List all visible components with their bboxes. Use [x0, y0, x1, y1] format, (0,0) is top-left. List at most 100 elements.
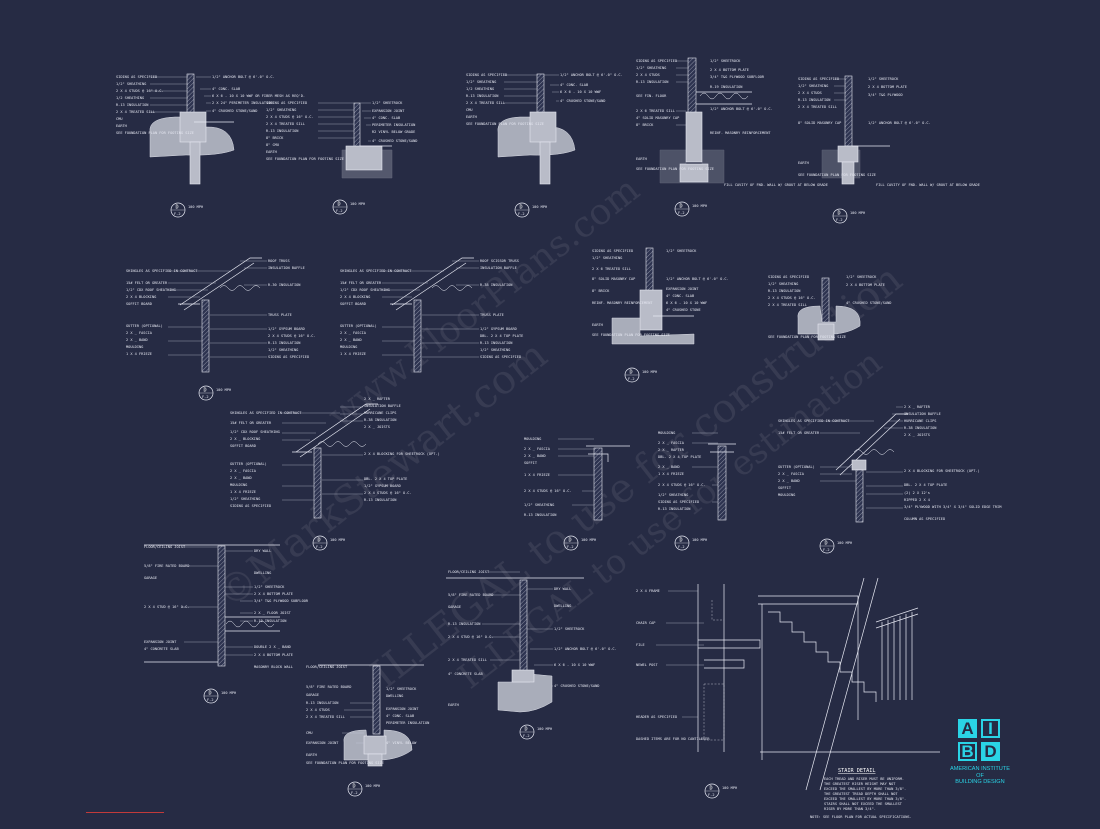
d5-bottom-note: FILL CAVITY OF FND. WALL W/ GROUT AT BEL…	[876, 183, 980, 187]
d3-right-note: 6 X 6 - 10 X 10 WWF	[560, 90, 601, 94]
e2-right-note: 1/2" GYPSUM BOARD	[480, 327, 517, 331]
stair-spec-line: NOTE: SEE FLOOR PLAN FOR ACTUAL SPECIFIC…	[810, 815, 912, 819]
e3-right-note: 6 X 6 - 10 X 10 WWF	[666, 301, 707, 305]
e2-note: 15# FELT OR GREATER	[340, 281, 382, 285]
d4-note: SEE FOUNDATION PLAN FOR FOOTING SIZE	[636, 167, 714, 171]
d3-scale: 100 MPH	[532, 205, 547, 209]
f2-note: 1 X 4 FRIEZE	[524, 473, 550, 477]
d2-note: R-13 INSULATION	[266, 129, 298, 133]
d5-note: R-13 INSULATION	[798, 98, 830, 102]
g1-sheet: F-2	[207, 698, 214, 702]
g2-note: GARAGE	[448, 605, 461, 609]
d4-note: 2 X 6 TREATED SILL	[636, 109, 675, 113]
e1-note: SHINGLES AS SPECIFIED IN CONTRACT	[126, 269, 198, 273]
d3-note: SIDING AS SPECIFIED	[466, 73, 507, 77]
d1-right-note: 1/2" ANCHOR BOLT @ 6'-0" O.C.	[212, 75, 275, 79]
g3-note: FLOOR/CEILING JOIST	[306, 665, 348, 669]
d5-label: D	[838, 211, 841, 217]
aibd-logo: A I B D AMERICAN INSTITUTE OF BUILDING D…	[947, 719, 1013, 786]
stair-spec-line: EXCEED THE SMALLEST BY MORE THAN 3/8".	[824, 797, 906, 801]
e4-right-note: 4" CRUSHED STONE/SAND	[846, 301, 891, 305]
stair-spec-line: THE GREATEST TREAD DEPTH SHALL NOT	[824, 792, 898, 796]
f4-note: 15# FELT OR GREATER	[778, 431, 820, 435]
d5-right-note: 2 X 4 BOTTOM PLATE	[868, 85, 907, 89]
e2-note: 2 X _ BAND	[340, 338, 362, 342]
f1-note: 2 X _ FASCIA	[230, 469, 257, 473]
d2-label: D	[338, 202, 341, 208]
d1-right-note: 4" CONC. SLAB	[212, 87, 240, 91]
f1-sheet: F-2	[316, 545, 323, 549]
detail-e3: SIDING AS SPECIFIED 1/2" SHEATHING 2 X 6…	[592, 247, 729, 383]
e1-right-note: 1/2" SHEATHING	[268, 348, 298, 352]
g1-note: EXPANSION JOINT	[144, 640, 177, 644]
e4-note: SEE FOUNDATION PLAN FOR FOOTING SIZE	[768, 335, 846, 339]
d1-note: R-13 INSULATION	[116, 103, 148, 107]
d5-note: 1/2" SHEATHING	[798, 84, 828, 88]
f4-note: SOFFIT	[778, 486, 792, 490]
d3-note: SEE FOUNDATION PLAN FOR FOOTING SIZE	[466, 122, 544, 126]
f3-note: 1/2" SHEATHING	[658, 493, 688, 497]
f3-note: 2 X _ RAFTER	[658, 448, 685, 452]
stair-spec-line: RISER BY MORE THAN 3/4".	[824, 807, 876, 811]
logo-letter: B	[958, 742, 977, 761]
g1-right-note: DOUBLE 2 X _ BAND	[254, 645, 291, 649]
d4-note: R-13 INSULATION	[636, 80, 668, 84]
d2-note: 1/2" SHEATHING	[266, 108, 296, 112]
detail-g1: FLOOR/CEILING JOIST 5/8" FIRE RATED BOAR…	[144, 544, 309, 704]
f3-note: 2 X _ BAND	[658, 465, 680, 469]
d1-right-note: 6 X 6 - 10 X 10 WWF OR FIBER MESH AS REQ…	[212, 94, 305, 98]
f4-sheet: F-2	[823, 548, 830, 552]
detail-g3: FLOOR/CEILING JOIST 5/8" FIRE RATED BOAR…	[306, 664, 429, 797]
f3-scale: 100 MPH	[692, 538, 707, 542]
e3-note: SIDING AS SPECIFIED	[592, 249, 633, 253]
f4-note: MOULDING	[778, 493, 795, 497]
f1-right-note: 2 X 4 STUDS @ 16" O.C.	[364, 491, 412, 495]
g3-note: EXPANSION JOINT	[306, 741, 339, 745]
f1-scale: 100 MPH	[330, 538, 345, 542]
e1-right-note: R-13 INSULATION	[268, 341, 300, 345]
stair-spec-line: EXCEED THE SMALLEST BY MORE THAN 3/8".	[824, 787, 906, 791]
g2-right-note: 4" CRUSHED STONE/SAND	[554, 684, 599, 688]
d3-note: R-13 INSULATION	[466, 94, 498, 98]
e3-right-note: EXPANSION JOINT	[666, 287, 699, 291]
stair-note: NEWEL POST	[636, 663, 658, 667]
d4-right-note: 1/2" ANCHOR BOLT @ 6'-0" O.C.	[710, 107, 773, 111]
e3-scale: 100 MPH	[642, 370, 657, 374]
d4-note: 1/2" SHEATHING	[636, 66, 666, 70]
e2-note: SOFFIT BOARD	[340, 302, 366, 306]
stair-scale: 100 MPH	[722, 786, 737, 790]
e3-note: 8" BRICK	[592, 289, 610, 293]
d5-note: SIDING AS SPECIFIED	[798, 77, 839, 81]
f1-label: D	[318, 538, 321, 544]
e2-right-note: INSULATION BAFFLE	[480, 266, 517, 270]
d2-note: 8" CMU	[266, 143, 279, 147]
logo-name: AMERICAN INSTITUTE OF BUILDING DESIGN	[947, 766, 1013, 786]
d3-right-note: 1/2" ANCHOR BOLT @ 6'-0" O.C.	[560, 73, 623, 77]
g3-right-note: DWELLING	[386, 694, 403, 698]
detail-d3: SIDING AS SPECIFIED 1/2" SHEATHING 1/2 S…	[466, 73, 623, 218]
g2-scale: 100 MPH	[537, 727, 552, 731]
e1-label: D	[204, 388, 207, 394]
f3-note: DBL. 2 X 4 TOP PLATE	[658, 455, 701, 459]
stair-note: CHAIR CAP	[636, 621, 655, 625]
d2-note: SIDING AS SPECIFIED	[266, 101, 307, 105]
d1-note: 2 X 4 STUDS @ 16" O.C.	[116, 89, 164, 93]
logo-letter: I	[981, 719, 1000, 738]
stair-title: STAIR DETAIL	[838, 768, 875, 774]
e4-note: 2 X 4 TREATED SILL	[768, 303, 807, 307]
d2-note: 2 X 4 TREATED SILL	[266, 122, 305, 126]
g1-right-note: 3/4" T&G PLYWOOD SUBFLOOR	[254, 599, 309, 603]
e1-right-note: TRUSS PLATE	[268, 313, 292, 317]
e1-note: 1 X 4 FRIEZE	[126, 352, 152, 356]
e3-sheet: F-2	[628, 377, 635, 381]
f1-right-note: 2 X 4 BLOCKING FOR SHEETROCK (OPT.)	[364, 452, 440, 456]
e1-note: 2 X _ FASCIA	[126, 331, 153, 335]
d4-note: 2 X 4 STUDS	[636, 73, 660, 77]
e2-note: 2 X 4 BLOCKING	[340, 295, 370, 299]
detail-d4: SIDING AS SPECIFIED 1/2" SHEATHING 2 X 4…	[636, 57, 828, 217]
f1-note: 2 X _ BLOCKING	[230, 437, 260, 441]
f2-note: MOULDING	[524, 437, 541, 441]
g3-label: D	[353, 784, 356, 790]
e2-right-note: ROOF SCISSOR TRUSS	[480, 259, 519, 263]
g1-note: 5/8" FIRE RATED BOARD	[144, 564, 189, 568]
